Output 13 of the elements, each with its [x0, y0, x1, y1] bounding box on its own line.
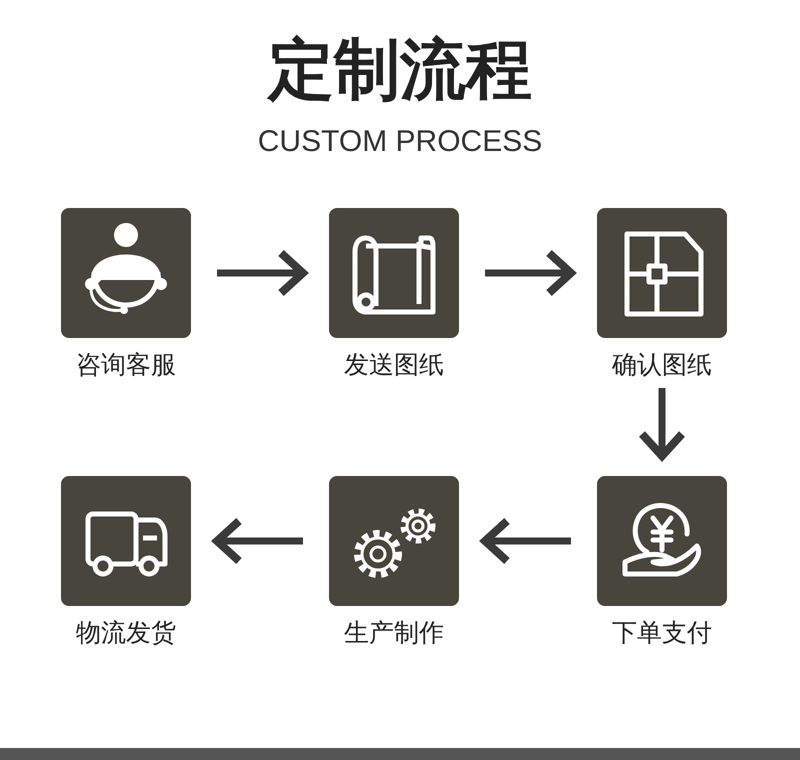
arrow — [213, 517, 303, 565]
step-label: 发送图纸 — [344, 349, 444, 381]
arrow — [481, 517, 571, 565]
subtitle: CUSTOM PROCESS — [256, 124, 544, 160]
step-label: 下单支付 — [612, 617, 712, 649]
arrow — [638, 388, 686, 460]
arrow — [485, 249, 575, 297]
step-label: 咨询客服 — [76, 349, 176, 381]
title: 定制流程 — [266, 30, 533, 110]
arrow — [217, 249, 307, 297]
step-label: 确认图纸 — [612, 349, 712, 381]
step-label: 生产制作 — [344, 617, 444, 649]
step-label: 物流发货 — [76, 617, 176, 649]
